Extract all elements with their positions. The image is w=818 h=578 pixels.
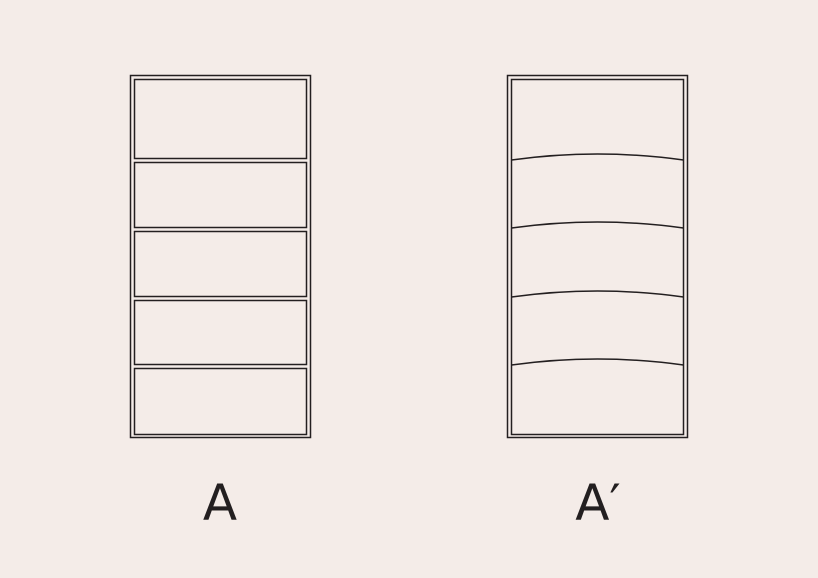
figure-a-prime-curved-divider [511, 153, 684, 161]
figure-a-prime-curved-divider [511, 358, 684, 366]
figure-a-compartment [133, 161, 308, 229]
figure-a-prime-curved-divider [511, 290, 684, 298]
figure-a-label: A [202, 474, 238, 532]
figure-a-prime-label: A′ [575, 474, 621, 532]
figure-a-outer-frame [129, 74, 312, 439]
figure-a-compartment [133, 367, 308, 436]
figure-a [129, 74, 312, 439]
figure-a-prime-outer-frame [506, 74, 689, 439]
figure-a-prime-curved-divider [511, 221, 684, 229]
figure-a-compartment [133, 230, 308, 298]
figure-a-prime [506, 74, 689, 439]
figure-a-compartment [133, 78, 308, 160]
figure-a-prime-inner-frame [510, 78, 685, 436]
figure-a-compartment [133, 299, 308, 366]
